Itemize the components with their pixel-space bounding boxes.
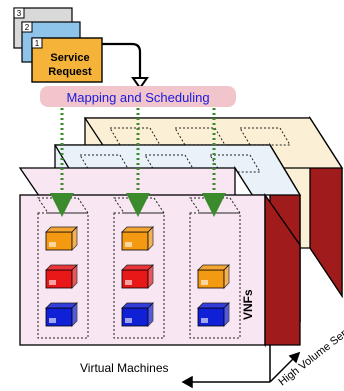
vm-box-2 <box>113 197 165 339</box>
vm-box-1 <box>37 197 89 339</box>
request-number-2: 2 <box>25 23 30 32</box>
request-number-1: 1 <box>35 39 40 48</box>
vnf-cube-blue <box>45 302 78 327</box>
request-arrow <box>102 42 149 90</box>
vm-box-3 <box>189 197 241 339</box>
axis-arrows <box>181 345 301 389</box>
service-request-label-line1: Service <box>50 52 89 64</box>
vnf-cube-red <box>121 264 154 289</box>
mapping-banner-text: Mapping and Scheduling <box>66 90 209 105</box>
mapping-banner: Mapping and Scheduling <box>40 86 236 107</box>
vnf-cube-orange <box>121 226 154 251</box>
vnf-cube-orange <box>45 226 78 251</box>
virtual-machines-label: Virtual Machines <box>80 361 169 375</box>
service-request-label-line2: Request <box>48 66 92 78</box>
vnf-cube-orange <box>197 264 230 289</box>
vnf-cube-blue <box>197 302 230 327</box>
vnfs-label: VNFs <box>241 289 255 320</box>
mapping-arrows <box>50 108 226 217</box>
request-number-3: 3 <box>17 9 22 18</box>
service-request-stack: 3 2 1 Service Request <box>13 7 103 83</box>
vnf-cube-blue <box>121 302 154 327</box>
vm-columns <box>37 197 241 339</box>
vnf-cube-red <box>45 264 78 289</box>
